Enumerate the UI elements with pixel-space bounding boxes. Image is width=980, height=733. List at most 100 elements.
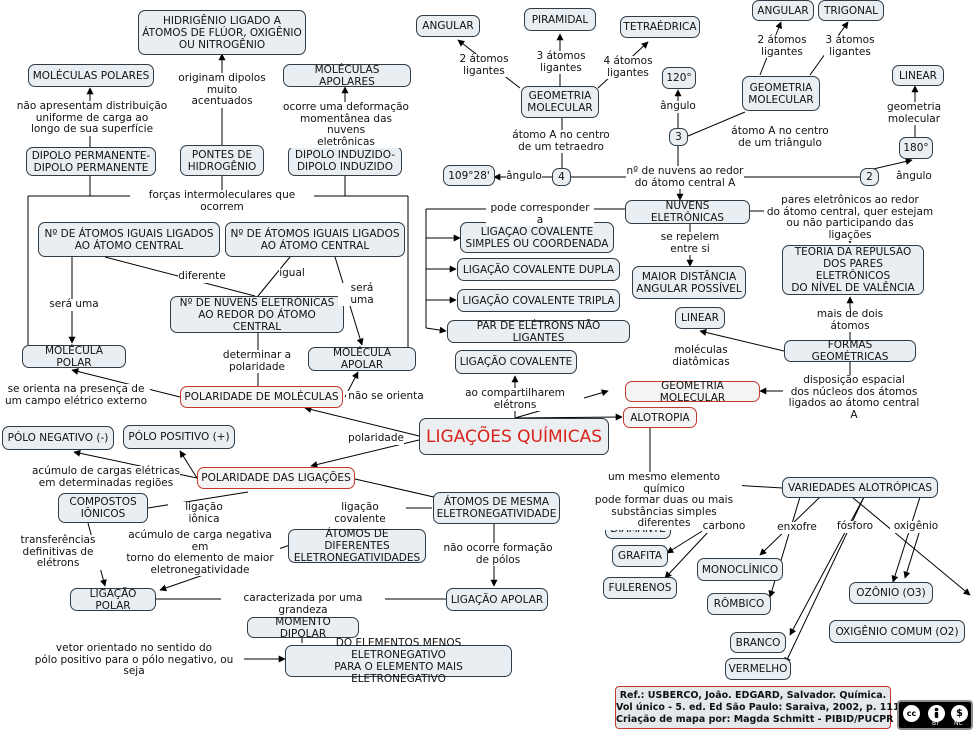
- node-do-elementos: DO ELEMENTOS MENOS ELETRONEGATIVO PARA O…: [285, 637, 512, 685]
- node-fulerenos: FULERENOS: [603, 577, 677, 599]
- label-acumulo-negativa: acúmulo de carga negativa em torno do el…: [120, 529, 280, 576]
- label-atomo-triangulo: átomo A no centro de um triângulo: [728, 125, 832, 149]
- node-maior-distancia: MAIOR DISTÂNCIA ANGULAR POSSÍVEL: [632, 266, 746, 299]
- node-lig-dupla: LIGAÇÃO COVALENTE DUPLA: [457, 258, 620, 281]
- node-angular-1: ANGULAR: [416, 15, 480, 37]
- label-carbono: carbono: [702, 520, 746, 533]
- node-ozonio: OZÔNIO (O3): [849, 582, 933, 604]
- label-polaridade: polaridade: [348, 432, 404, 445]
- by-label: BY: [932, 720, 940, 727]
- node-dipolo-permanente: DIPOLO PERMANENTE- DIPOLO PERMANENTE: [26, 147, 156, 176]
- label-tres-atomos-1: 3 átomos ligantes: [535, 50, 587, 74]
- label-fosforo: fósforo: [834, 520, 876, 533]
- node-branco: BRANCO: [730, 632, 786, 653]
- label-moleculas-diatomicas: moléculas diatômicas: [646, 344, 756, 368]
- node-moleculas-polares: MOLÉCULAS POLARES: [28, 64, 154, 87]
- node-trigonal: TRIGONAL: [818, 0, 884, 21]
- node-ang-120: 120°: [662, 67, 696, 89]
- node-lig-tripla: LIGAÇÃO COVALENTE TRIPLA: [457, 289, 620, 312]
- label-enxofre: enxofre: [776, 521, 818, 534]
- node-num-3: 3: [669, 128, 688, 146]
- node-formas-geometricas: FORMAS GEOMÉTRICAS: [784, 339, 916, 363]
- label-angulo-1: ângulo: [660, 100, 696, 113]
- node-compostos-ionicos: COMPOSTOS IÔNICOS: [58, 493, 148, 523]
- node-pontes-hidrogenio: PONTES DE HIDROGÊNIO: [180, 145, 264, 176]
- by-icon: [928, 705, 945, 722]
- node-par-eletrons: PAR DE ELÉTRONS NÃO LIGANTES: [447, 320, 630, 344]
- label-sera-uma-2: será uma: [338, 282, 386, 306]
- node-ang-180: 180°: [899, 137, 933, 159]
- cc-icon: cc: [903, 705, 920, 722]
- label-dois-atomos-2: 2 átomos ligantes: [756, 34, 808, 58]
- reference-line-1: Ref.: USBERCO, João. EDGARD, Salvador. Q…: [619, 690, 887, 701]
- node-polo-negativo: PÓLO NEGATIVO (-): [2, 426, 114, 450]
- label-pares-eletronicos: pares eletrônicos ao redor do átomo cent…: [764, 194, 936, 241]
- label-tres-atomos-2: 3 átomos ligantes: [824, 34, 876, 58]
- node-atomos-diferentes-eletronegatividades: ÁTOMOS DE DIFERENTES ELETRONEGATIVIDADES: [288, 528, 426, 564]
- node-oxigenio-comum: OXIGÊNIO COMUM (O2): [829, 620, 965, 643]
- nc-label: NC: [954, 720, 963, 727]
- node-geometria-molecular-1: GEOMETRIA MOLECULAR: [521, 86, 599, 118]
- node-num-2: 2: [860, 168, 879, 186]
- label-acumulo-cargas: acúmulo de cargas elétricas em determina…: [32, 465, 180, 489]
- nc-icon: $: [951, 705, 968, 722]
- label-pode-corresponder: pode corresponder a: [486, 202, 594, 226]
- label-forcas: forças intermoleculares que ocorrem: [130, 189, 314, 213]
- node-tetraedrica: TETRAÉDRICA: [620, 16, 700, 38]
- node-monoclinico: MONOCLÍNICO: [697, 558, 783, 581]
- node-geometria-molecular-2: GEOMETRIA MOLECULAR: [742, 76, 820, 111]
- label-se-repelem: se repelem entre si: [656, 231, 724, 255]
- node-ang-109: 109°28': [443, 165, 495, 186]
- node-variedades-alotropicas: VARIEDADES ALOTRÓPICAS: [782, 477, 938, 498]
- label-oxigenio: oxigênio: [890, 520, 942, 533]
- node-ligacao-apolar: LIGAÇÃO APOLAR: [446, 588, 548, 611]
- label-disposicao: disposição espacial dos núcleos dos átom…: [784, 374, 924, 421]
- node-molecula-polar: MOLÉCULA POLAR: [22, 345, 126, 369]
- label-angulo-3: ângulo: [896, 170, 932, 183]
- node-dipolo-induzido: DIPOLO INDUZIDO- DIPOLO INDUZIDO: [288, 146, 402, 176]
- node-grafita: GRAFITA: [612, 545, 668, 567]
- node-num-4: 4: [552, 168, 571, 186]
- label-diferente: diferente: [178, 270, 226, 283]
- node-polo-positivo: PÓLO POSITIVO (+): [123, 425, 235, 449]
- label-vetor: vetor orientado no sentido do pólo posit…: [24, 642, 244, 678]
- node-momento-dipolar: MOMENTO DIPOLAR: [247, 616, 359, 640]
- label-transferencias: transferências definitivas de elétrons: [0, 534, 116, 570]
- label-nao-apresentam: não apresentam distribuição uniforme de …: [14, 100, 170, 136]
- node-nuvens-eletronicas: NUVENS ELETRÔNICAS: [625, 200, 750, 224]
- node-ligacao-polar: LIGAÇÃO POLAR: [70, 588, 156, 612]
- label-se-orienta: se orienta na presença de um campo elétr…: [2, 383, 150, 407]
- label-n-nuvens-redor: nº de nuvens ao redor do átomo central A: [626, 165, 744, 189]
- node-rombico: RÔMBICO: [707, 593, 771, 615]
- label-ligacao-covalente: ligação covalente: [314, 501, 406, 525]
- node-linear-1: LINEAR: [892, 65, 944, 86]
- node-polaridade-moleculas: POLARIDADE DE MOLÉCULAS: [180, 386, 343, 408]
- node-n-nuvens-eletronicas: Nº DE NUVENS ELETRÔNICAS AO REDOR DO ÁTO…: [170, 296, 344, 333]
- reference-box: Ref.: USBERCO, João. EDGARD, Salvador. Q…: [615, 686, 927, 729]
- node-ligacoes-quimicas: LIGAÇÕES QUÍMICAS: [419, 418, 609, 455]
- node-n-atomos-iguais-diferente: Nº DE ÁTOMOS IGUAIS LIGADOS AO ÁTOMO CEN…: [38, 222, 220, 257]
- label-sera-uma-1: será uma: [48, 298, 100, 311]
- reference-line-2: Vol único - 5. ed. Ed São Paulo: Saraiva…: [616, 702, 927, 713]
- label-ligacao-ionica: ligação iônica: [168, 501, 240, 525]
- label-atomo-tetraedro: átomo A no centro de um tetraedro: [509, 129, 613, 153]
- label-nao-ocorre: não ocorre formação de pólos: [443, 542, 553, 566]
- reference-line-3: Criação de mapa por: Magda Schmitt - PIB…: [616, 714, 894, 725]
- node-hidrogenio-ligado: HIDRIGÊNIO LIGADO A ÁTOMOS DE FLÚOR, OXI…: [138, 10, 306, 55]
- label-determinar: determinar a polaridade: [218, 349, 296, 373]
- node-lig-simples: LIGAÇÃO COVALENTE SIMPLES OU COORDENADA: [460, 222, 614, 253]
- label-originam: originam dipolos muito acentuados: [176, 72, 268, 108]
- node-vermelho: VERMELHO: [725, 658, 791, 680]
- label-ao-compartilharem: ao compartilharem elétrons: [446, 387, 584, 411]
- node-angular-2: ANGULAR: [752, 0, 814, 21]
- label-quatro-atomos: 4 átomos ligantes: [602, 55, 654, 79]
- label-geometria-molecular: geometria molecular: [886, 101, 942, 125]
- node-molecula-apolar: MOLÉCULA APOLAR: [308, 347, 416, 371]
- node-geometria-molecular-3: GEOMETRIA MOLECULAR: [625, 380, 760, 404]
- node-teoria-repulsao: TEORIA DA REPULSÃO DOS PARES ELETRÔNICOS…: [782, 245, 924, 295]
- node-ligacao-covalente: LIGAÇÃO COVALENTE: [455, 350, 577, 374]
- node-polaridade-ligacoes: POLARIDADE DAS LIGAÇÕES: [197, 467, 355, 489]
- label-nao-se-orienta: não se orienta: [346, 390, 426, 403]
- label-um-mesmo: um mesmo elemento químico pode formar du…: [586, 471, 742, 530]
- node-linear-2: LINEAR: [675, 307, 725, 329]
